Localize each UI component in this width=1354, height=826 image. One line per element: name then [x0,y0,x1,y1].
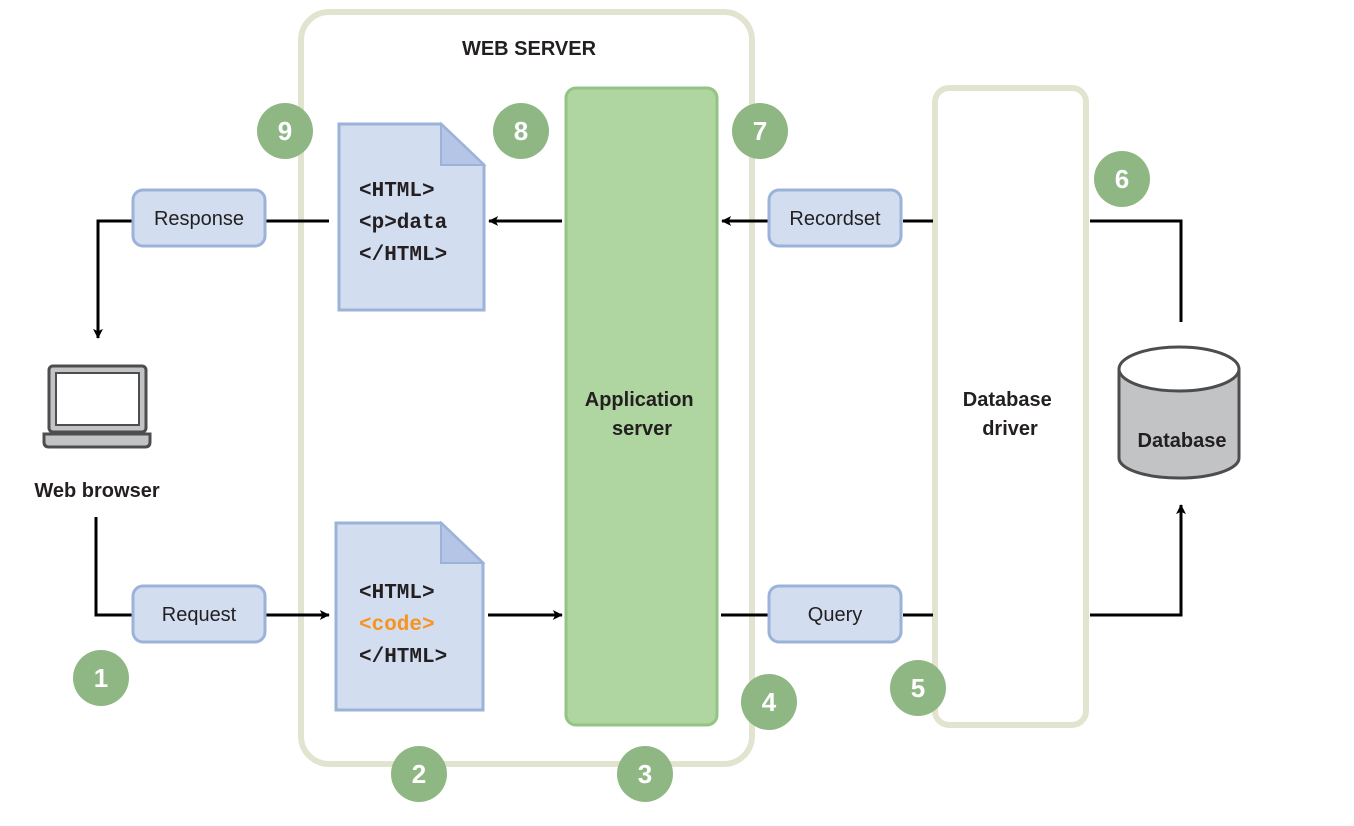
response-label-box: Response [131,188,267,248]
database-cylinder-icon [1117,345,1241,480]
svg-text:3: 3 [638,759,652,789]
application-server-label: Application server [585,389,699,440]
request-doc-line1: <HTML> [359,582,435,605]
svg-text:7: 7 [753,116,767,146]
step-badge-6: 6 [1094,151,1150,207]
request-html-document: <HTML> <code> </HTML> [334,520,486,712]
response-doc-line3: </HTML> [359,244,447,267]
database-driver [932,85,1089,728]
database-label: Database [1138,430,1227,452]
step-badge-1: 1 [73,650,129,706]
svg-text:2: 2 [412,759,426,789]
svg-text:8: 8 [514,116,528,146]
application-server [564,86,719,727]
response-doc-line1: <HTML> [359,180,435,203]
svg-text:6: 6 [1115,164,1129,194]
step-badge-9: 9 [257,103,313,159]
step-badge-3: 3 [617,746,673,802]
request-doc-line2: <code> [359,614,435,637]
step-badge-4: 4 [741,674,797,730]
request-label: Request [162,604,237,626]
laptop-icon [42,364,152,449]
step-badge-2: 2 [391,746,447,802]
step-badge-7: 7 [732,103,788,159]
recordset-label-box: Recordset [767,188,903,248]
response-html-document: <HTML> <p>data </HTML> [337,121,487,312]
step-badge-8: 8 [493,103,549,159]
svg-text:4: 4 [762,687,777,717]
recordset-label: Recordset [789,208,881,230]
request-doc-line3: </HTML> [359,646,447,669]
svg-text:9: 9 [278,116,292,146]
request-label-box: Request [131,584,267,644]
svg-text:5: 5 [911,673,925,703]
response-doc-line2: <p>data [359,212,448,235]
database-driver-label: Database driver [963,389,1058,440]
step-badge-5: 5 [890,660,946,716]
query-label: Query [808,604,862,626]
web-server-title: WEB SERVER [462,38,597,60]
web-browser-label: Web browser [34,480,159,502]
svg-text:1: 1 [94,663,108,693]
response-label: Response [154,208,244,230]
query-label-box: Query [767,584,903,644]
